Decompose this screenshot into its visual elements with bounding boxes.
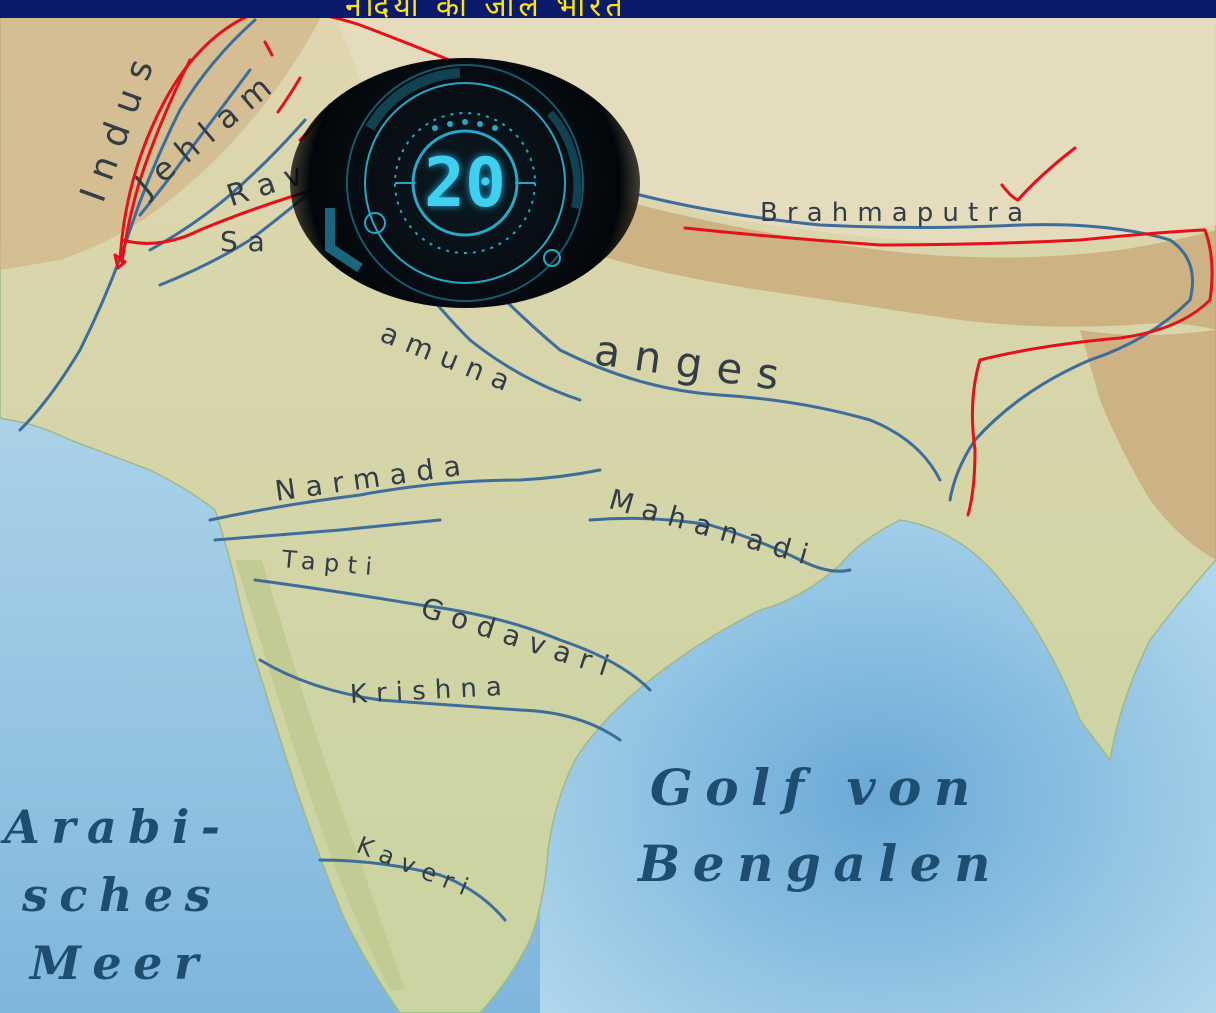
annotation-small-stroke-1 — [263, 40, 274, 57]
tapti-river — [213, 518, 442, 542]
ganges-river — [438, 228, 942, 482]
krishna-river — [258, 658, 622, 742]
northeast-hills — [1080, 330, 1216, 560]
mahanadi-river — [588, 516, 852, 573]
brahmaputra-river — [638, 193, 1194, 502]
label-arabian-sea-line1: Arabi- — [4, 800, 232, 854]
timer-hud-rings — [325, 64, 584, 302]
annotation-indus-line — [120, 58, 192, 264]
annotation-brahmaputra-line — [683, 226, 1214, 517]
annotation-small-stroke-2 — [276, 76, 302, 114]
title-banner: नदियों का जाल भारत — [0, 0, 1216, 18]
ravi-river — [148, 118, 307, 252]
label-arabian-sea-line3: Meer — [30, 936, 210, 990]
annotation-tick-mark — [1000, 146, 1077, 202]
kaveri-river — [318, 858, 507, 922]
western-ghats — [235, 560, 405, 990]
godavari-river — [253, 578, 652, 692]
title-text: नदियों का जाल भारत — [345, 0, 627, 18]
indus-river — [18, 18, 257, 432]
annotation-indus-mark — [113, 253, 127, 270]
timer-face — [290, 58, 640, 308]
western-mountains — [0, 0, 330, 270]
narmada-river — [208, 468, 602, 522]
timer-value: 20 — [424, 144, 506, 223]
jhelum-river — [138, 68, 252, 217]
label-bay-of-bengal-line1: Golf von — [650, 758, 983, 817]
label-bay-of-bengal-line2: Bengalen — [638, 834, 1003, 893]
label-brahmaputra: Brahmaputra — [760, 198, 1033, 228]
label-sutlej: Sa — [220, 225, 275, 258]
label-arabian-sea-line2: sches — [22, 868, 223, 922]
countdown-timer: 20 — [290, 58, 640, 308]
himalaya-range — [360, 140, 1216, 330]
tibet-plateau — [330, 0, 1216, 245]
river-network — [18, 18, 1194, 922]
